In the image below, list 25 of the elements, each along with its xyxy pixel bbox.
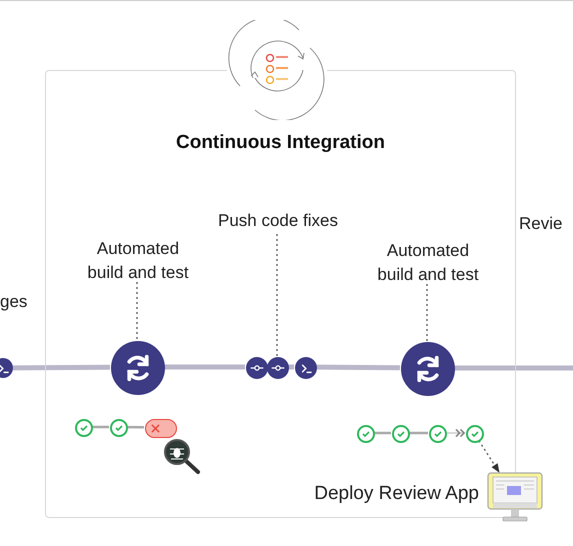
- leader-line: [276, 234, 278, 356]
- passed-check-icon: [75, 419, 93, 437]
- node-caption: Deploy Review App: [314, 482, 479, 506]
- passed-check-icon: [392, 425, 410, 443]
- pipeline-connector: [126, 426, 144, 429]
- timeline-line: [12, 364, 110, 370]
- leader-line: [426, 284, 428, 341]
- stage-heading: Continuous Integration: [175, 131, 386, 155]
- passed-check-icon: [110, 419, 128, 437]
- passed-check-icon: [466, 425, 484, 443]
- step-label: Automated build and test: [368, 239, 488, 285]
- timeline-line: [316, 364, 400, 370]
- passed-check-icon: [429, 425, 447, 443]
- step-label: Automated build and test: [78, 237, 198, 283]
- failed-job-icon: [145, 419, 177, 438]
- timeline-line: [164, 364, 245, 370]
- timeline-line: [454, 366, 573, 370]
- cut-off-label: Revie: [519, 213, 562, 235]
- pipeline-connector: [374, 432, 391, 434]
- leader-line: [136, 282, 138, 340]
- passed-check-icon: [357, 425, 375, 443]
- step-label: Push code fixes: [198, 209, 358, 235]
- pipeline-connector: [92, 426, 109, 428]
- pipeline-connector: [409, 432, 428, 434]
- cut-off-label: ges: [0, 291, 28, 313]
